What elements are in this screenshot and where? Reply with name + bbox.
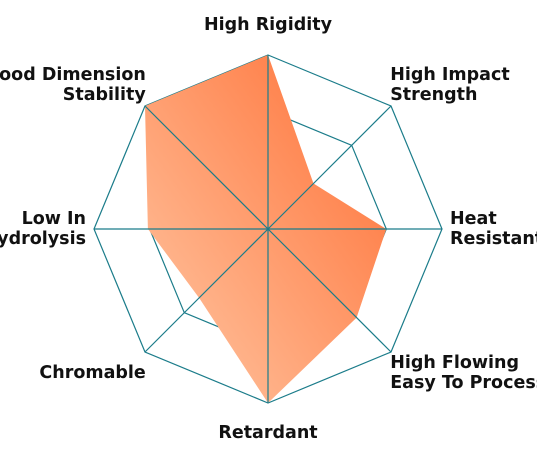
axis-label-line: Retardant — [218, 423, 317, 443]
axis-label-7: Low InHydrolysis — [0, 209, 86, 249]
axis-label-line: Easy To Process — [390, 373, 537, 393]
axis-label-5: Retardant — [218, 423, 317, 443]
axis-label-line: Chromable — [39, 363, 146, 383]
axis-label-1: High Rigidity — [204, 15, 333, 35]
axis-label-line: Resistant — [450, 229, 537, 249]
radar-spokes — [94, 55, 442, 403]
axis-label-line: High Impact — [390, 65, 510, 85]
axis-label-line: Good Dimension — [0, 65, 146, 85]
spoke-4 — [267, 228, 392, 353]
axis-label-line: Stability — [63, 85, 147, 105]
axis-label-line: Hydrolysis — [0, 229, 86, 249]
axis-label-6: Chromable — [39, 363, 146, 383]
axis-label-line: Strength — [390, 85, 477, 105]
spoke-6 — [144, 228, 269, 353]
spoke-8 — [144, 105, 269, 230]
axis-label-line: Low In — [22, 209, 86, 229]
spoke-2 — [267, 105, 392, 230]
axis-label-line: Heat — [450, 209, 497, 229]
axis-label-line: High Flowing — [390, 353, 519, 373]
axis-label-line: High Rigidity — [204, 15, 333, 35]
